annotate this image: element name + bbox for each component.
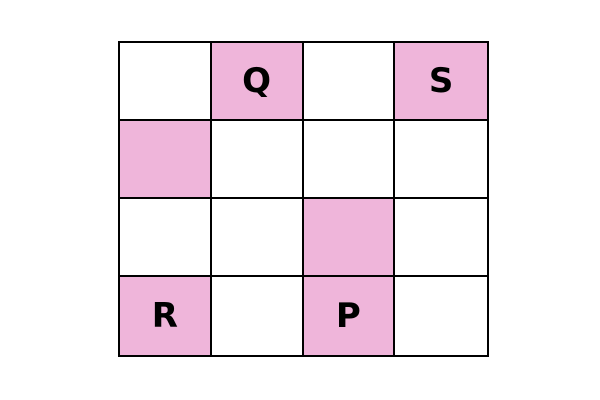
- cell-r3-c1[interactable]: [211, 277, 304, 355]
- game-board: Q S R P: [118, 41, 489, 357]
- cell-r2-c1[interactable]: [211, 199, 304, 277]
- cell-r2-c3[interactable]: [395, 199, 487, 277]
- cell-r1-c1[interactable]: [211, 121, 304, 199]
- cell-r1-c0[interactable]: [120, 121, 212, 199]
- cell-r0-c2[interactable]: [303, 43, 396, 121]
- cell-r2-c0[interactable]: [120, 199, 212, 277]
- cell-r0-c0[interactable]: [120, 43, 212, 121]
- cell-r3-c2[interactable]: P: [303, 277, 396, 355]
- cell-r0-c1[interactable]: Q: [211, 43, 304, 121]
- cell-r1-c3[interactable]: [395, 121, 487, 199]
- cell-r0-c3[interactable]: S: [395, 43, 487, 121]
- cell-r3-c3[interactable]: [395, 277, 487, 355]
- cell-r1-c2[interactable]: [303, 121, 396, 199]
- cell-r3-c0[interactable]: R: [120, 277, 212, 355]
- cell-r2-c2[interactable]: [303, 199, 396, 277]
